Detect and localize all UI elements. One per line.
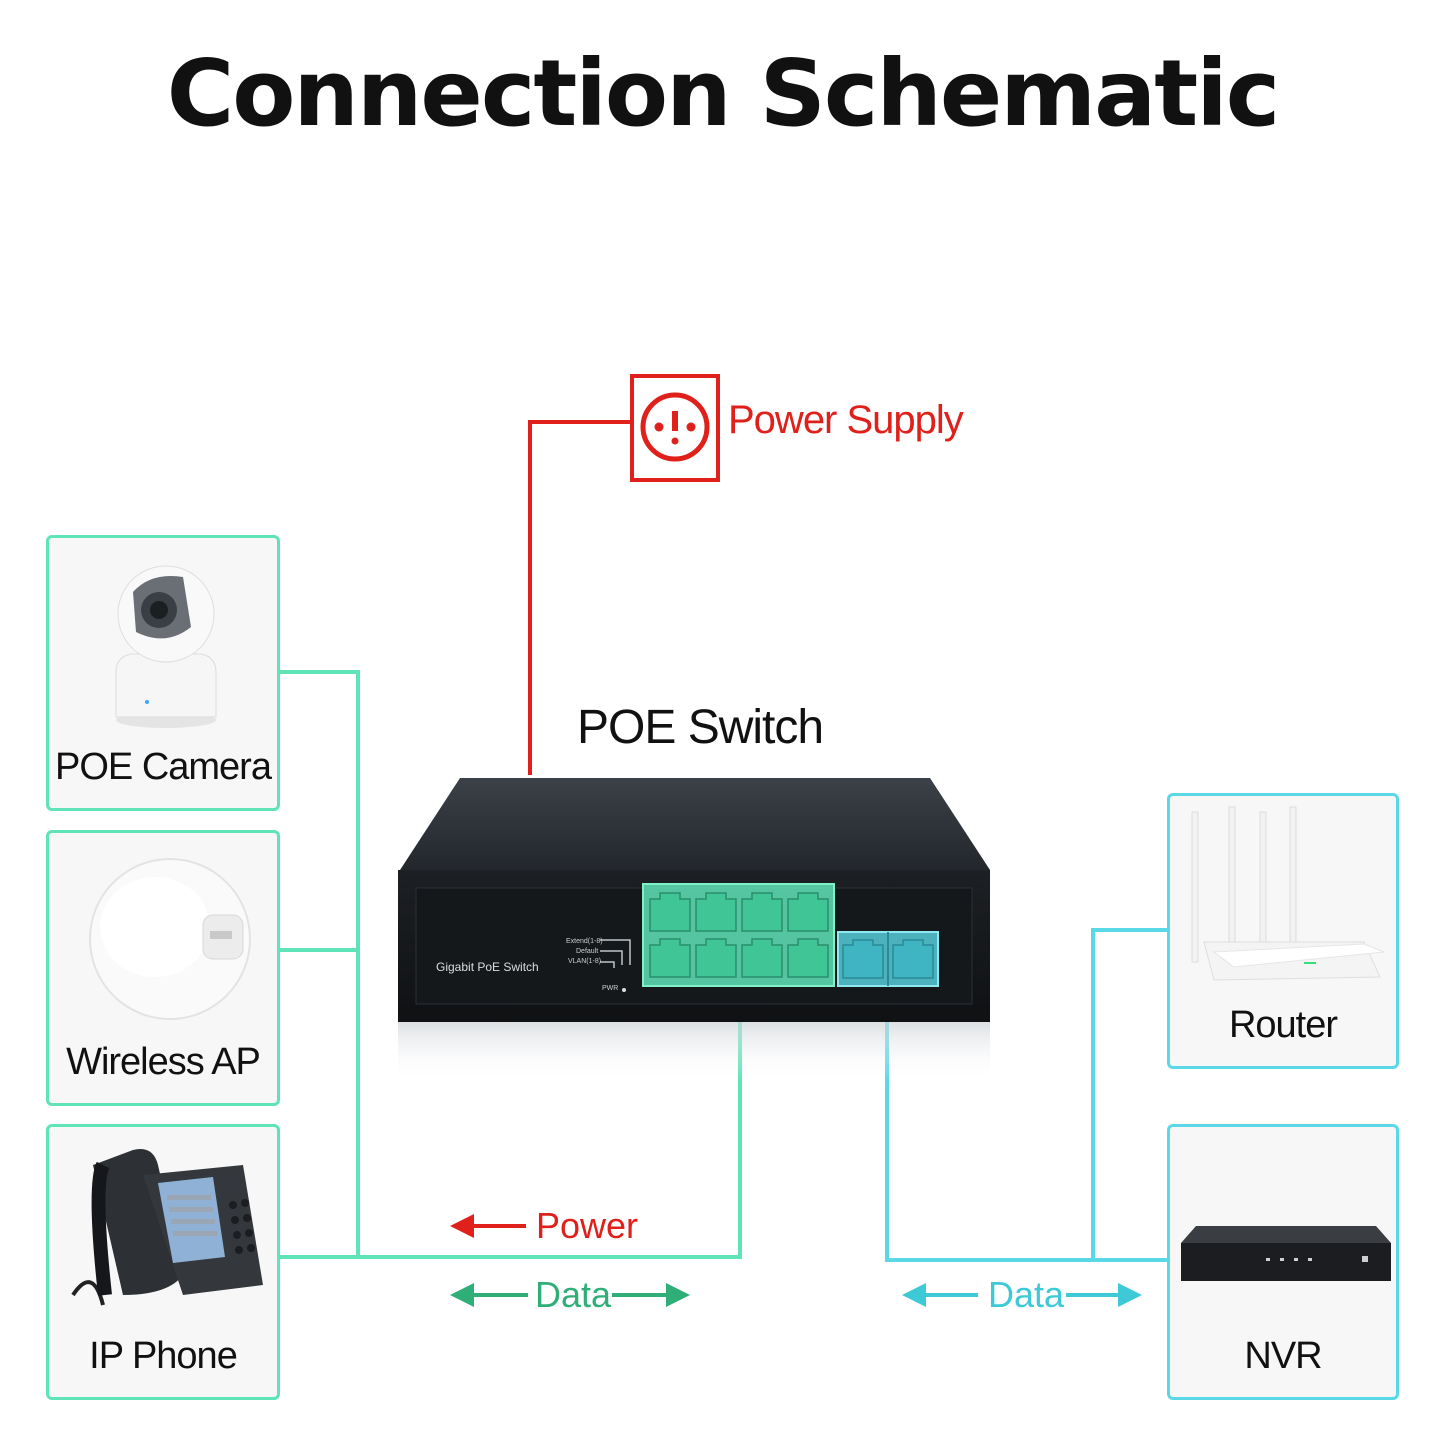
router-icon xyxy=(1191,806,1385,981)
poe-port-group xyxy=(649,892,934,979)
led-label-extend: Extend(1-8) xyxy=(566,938,603,945)
led-label-pwr: PWR xyxy=(602,985,619,992)
uplink-port xyxy=(892,939,934,979)
poe-port xyxy=(741,892,783,932)
device-label-ip-phone: IP Phone xyxy=(89,1335,238,1377)
ip-phone-icon xyxy=(71,1149,263,1306)
power-legend-label: Power xyxy=(536,1205,639,1246)
device-card-poe-camera: POE Camera xyxy=(46,535,280,811)
device-label-poe-camera: POE Camera xyxy=(55,746,272,788)
led-label-default: Default xyxy=(576,948,599,955)
data-legend-label-right: Data xyxy=(988,1274,1065,1315)
device-label-wireless-ap: Wireless AP xyxy=(66,1041,261,1083)
poe-port xyxy=(787,892,829,932)
poe-switch-illustration xyxy=(398,778,990,1082)
poe-port xyxy=(649,892,691,932)
router-link-line xyxy=(1091,928,1167,1260)
uplink-port xyxy=(842,939,884,979)
device-card-router: Router xyxy=(1167,793,1399,1069)
poe-port xyxy=(695,892,737,932)
switch-title: POE Switch xyxy=(577,701,824,754)
device-label-nvr: NVR xyxy=(1244,1335,1322,1377)
device-card-wireless-ap: Wireless AP xyxy=(46,830,280,1106)
power-supply-line xyxy=(528,420,632,775)
poe-port xyxy=(741,938,783,978)
poe-port xyxy=(787,938,829,978)
poe-port xyxy=(695,938,737,978)
nvr-icon xyxy=(1181,1226,1391,1281)
power-supply-label: Power Supply xyxy=(728,398,964,442)
device-card-nvr: NVR xyxy=(1167,1124,1399,1400)
switch-brand-text: Gigabit PoE Switch xyxy=(436,960,539,974)
device-card-ip-phone: IP Phone xyxy=(46,1124,280,1400)
data-legend-label-left: Data xyxy=(535,1274,612,1315)
power-outlet-icon xyxy=(630,374,720,482)
camera-link-line xyxy=(280,670,360,1257)
page-title: Connection Schematic xyxy=(166,40,1281,147)
dome-camera-icon xyxy=(115,565,217,728)
wireless-ap-icon xyxy=(89,858,251,1020)
device-label-router: Router xyxy=(1228,1004,1338,1046)
led-label-vlan: VLAN(1-8) xyxy=(568,958,602,965)
poe-port xyxy=(649,938,691,978)
